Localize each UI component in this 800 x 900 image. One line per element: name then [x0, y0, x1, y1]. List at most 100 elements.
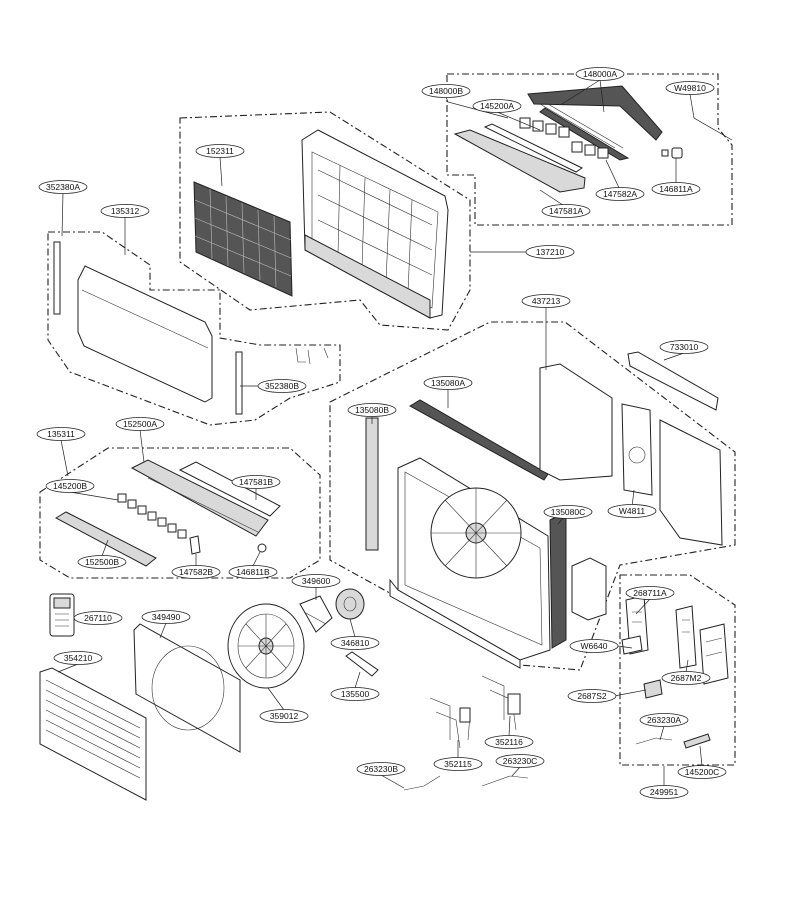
callout-label: 147581B	[239, 477, 273, 487]
callout-label: 2687M2	[671, 673, 702, 683]
callout-oval	[195, 144, 245, 158]
callout-oval	[330, 687, 380, 701]
sensor-wire-263230A	[635, 737, 673, 745]
callout-oval	[639, 713, 689, 727]
group-control-box	[619, 574, 736, 766]
part-callout-145200C: 145200C	[677, 765, 727, 779]
bracket-135500	[345, 651, 379, 677]
callout-label: 145200C	[685, 767, 720, 777]
callout-label: 437213	[532, 296, 561, 306]
cabinet-body-437213	[389, 457, 551, 669]
front-panel-135312	[77, 265, 213, 403]
callout-label: 346810	[341, 638, 370, 648]
callout-label: 145200A	[480, 101, 514, 111]
part-callout-146811B: 146811B	[228, 565, 278, 579]
callout-oval	[525, 245, 575, 259]
fan-motor-346810	[335, 588, 365, 620]
louver-frame-152500A	[130, 459, 269, 537]
callout-oval	[543, 505, 593, 519]
part-callout-137210: 137210	[525, 245, 575, 259]
pipes-352115	[429, 697, 471, 749]
part-callout-146811A: 146811A	[651, 182, 701, 196]
part-callout-135080A: 135080A	[423, 376, 473, 390]
group-front-panel	[47, 231, 341, 426]
vane-frame-148000B	[483, 123, 584, 173]
callout-oval	[595, 187, 645, 201]
part-callout-W49810: W49810	[665, 81, 715, 95]
callout-layer: 148000A W49810 148000B 145200A 147582A 146811…	[36, 67, 727, 799]
part-callout-135312: 135312	[100, 204, 150, 218]
part-callout-352380A: 352380A	[38, 180, 88, 194]
part-callout-147581A: 147581A	[541, 204, 591, 218]
part-callout-2687M2: 2687M2	[661, 671, 711, 685]
callout-oval	[330, 636, 380, 650]
callout-oval	[421, 84, 471, 98]
callout-oval	[53, 651, 103, 665]
callout-label: 135080C	[551, 507, 586, 517]
callout-oval	[607, 504, 657, 518]
callout-oval	[677, 765, 727, 779]
part-callout-733010: 733010	[659, 340, 709, 354]
side-strip-352380B	[235, 351, 243, 415]
callout-label: 349490	[152, 612, 181, 622]
callout-label: W49810	[674, 83, 706, 93]
callout-oval	[228, 565, 278, 579]
part-callout-267110: 267110	[73, 611, 123, 625]
callout-oval	[171, 565, 221, 579]
callout-label: 352380B	[265, 381, 299, 391]
callout-label: 263230C	[503, 756, 538, 766]
part-callout-352116: 352116	[484, 735, 534, 749]
callout-oval	[472, 99, 522, 113]
callout-label: 152311	[206, 146, 234, 156]
callout-label: 135080A	[431, 378, 465, 388]
part-callout-135080C: 135080C	[543, 505, 593, 519]
callout-label: W4811	[619, 506, 646, 516]
callout-label: 352115	[444, 759, 472, 769]
callout-label: 268711A	[633, 588, 667, 598]
callout-oval	[569, 639, 619, 653]
louver-blades-145200A	[519, 117, 609, 159]
remote-control-267110	[49, 593, 75, 637]
callout-label: 147581A	[549, 206, 583, 216]
part-callout-349490: 349490	[141, 610, 191, 624]
part-callout-352380B: 352380B	[257, 379, 307, 393]
part-callout-145200A: 145200A	[472, 99, 522, 113]
callout-label: 135500	[341, 689, 370, 699]
callout-oval	[651, 182, 701, 196]
callout-label: 267110	[84, 613, 112, 623]
callout-oval	[257, 379, 307, 393]
callout-label: 352380A	[46, 182, 80, 192]
motor-146811B	[257, 543, 267, 553]
callout-oval	[38, 180, 88, 194]
callout-oval	[36, 427, 86, 441]
louver-assembly-148000A	[527, 85, 663, 161]
callout-label: 354210	[64, 653, 93, 663]
callout-label: 145200B	[53, 481, 87, 491]
part-callout-148000B: 148000B	[421, 84, 471, 98]
callout-label: 352116	[495, 737, 523, 747]
callout-label: W6640	[581, 641, 608, 651]
callout-label: 135080B	[355, 405, 389, 415]
callout-oval	[639, 785, 689, 799]
callout-oval	[73, 611, 123, 625]
callout-label: 263230A	[647, 715, 681, 725]
part-callout-148000A: 148000A	[575, 67, 625, 81]
callout-oval	[259, 709, 309, 723]
callout-label: 146811B	[236, 567, 270, 577]
side-seal-135080C	[549, 511, 567, 649]
callout-label: 349600	[302, 576, 331, 586]
callout-label: 152500B	[85, 557, 119, 567]
callout-oval	[77, 555, 127, 569]
callout-oval	[575, 67, 625, 81]
callout-label: 152500A	[123, 419, 157, 429]
callout-oval	[100, 204, 150, 218]
vane-147581B	[178, 461, 281, 517]
part-callout-437213: 437213	[521, 294, 571, 308]
part-callout-147582A: 147582A	[595, 187, 645, 201]
callout-label: 2687S2	[577, 691, 607, 701]
group-cabinet	[329, 321, 736, 671]
callout-oval	[484, 735, 534, 749]
side-strip-352380A	[53, 241, 61, 315]
leader-lines	[57, 79, 733, 789]
